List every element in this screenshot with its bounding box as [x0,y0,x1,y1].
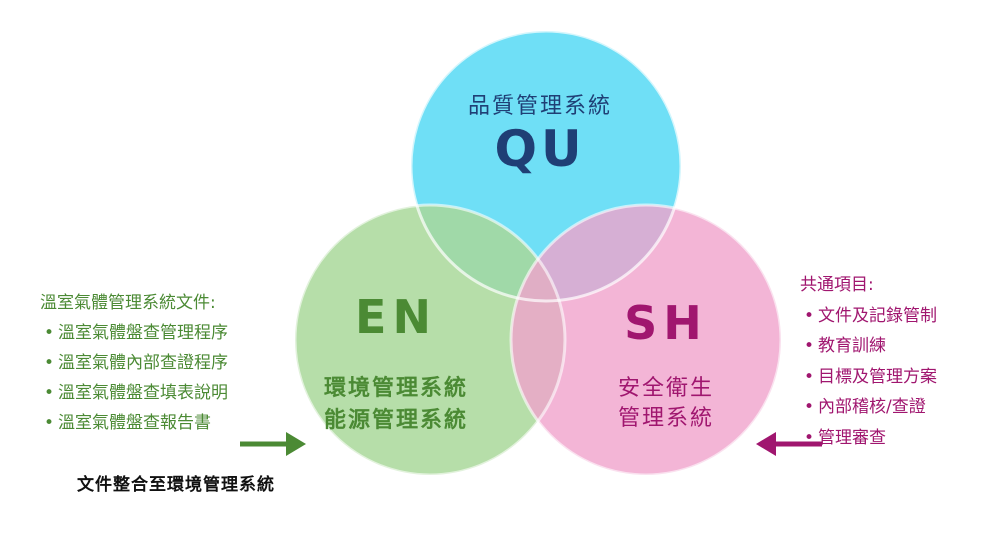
en-line-1: 環境管理系統 [323,376,468,401]
sh-outline [509,203,783,477]
list-item: 溫室氣體盤查填表說明 [40,378,228,408]
sh-circle [511,205,781,475]
list-item: 內部稽核/查證 [800,392,937,423]
list-item: 教育訓練 [800,331,937,362]
en-line-2: 能源管理系統 [323,408,468,433]
sh-line-2: 管理系統 [617,406,714,431]
sh-line-1: 安全衛生 [617,376,714,401]
list-item: 目標及管理方案 [800,362,937,393]
en-code: EN [355,290,437,344]
list-item: 文件及記錄管制 [800,301,937,332]
qu-outline [409,29,683,303]
common-list-heading: 共通項目: [800,275,874,295]
common-items-list: 共通項目: 文件及記錄管制 教育訓練 目標及管理方案 內部稽核/查證 管理審查 [800,270,937,453]
integration-note: 文件整合至環境管理系統 [77,475,275,495]
list-item: 溫室氣體盤查報告書 [40,408,228,438]
ghg-document-list: 溫室氣體管理系統文件: 溫室氣體盤查管理程序 溫室氣體內部查證程序 溫室氣體盤查… [40,288,228,438]
en-outline [293,203,567,477]
list-item: 溫室氣體盤查管理程序 [40,318,228,348]
list-item: 管理審查 [800,423,937,454]
ghg-list-heading: 溫室氣體管理系統文件: [40,293,216,313]
qu-code: QU [494,120,586,178]
left-arrow-icon [240,432,306,456]
en-circle [295,205,565,475]
list-item: 溫室氣體內部查證程序 [40,348,228,378]
sh-code: SH [624,296,708,350]
qu-title: 品質管理系統 [467,94,612,119]
